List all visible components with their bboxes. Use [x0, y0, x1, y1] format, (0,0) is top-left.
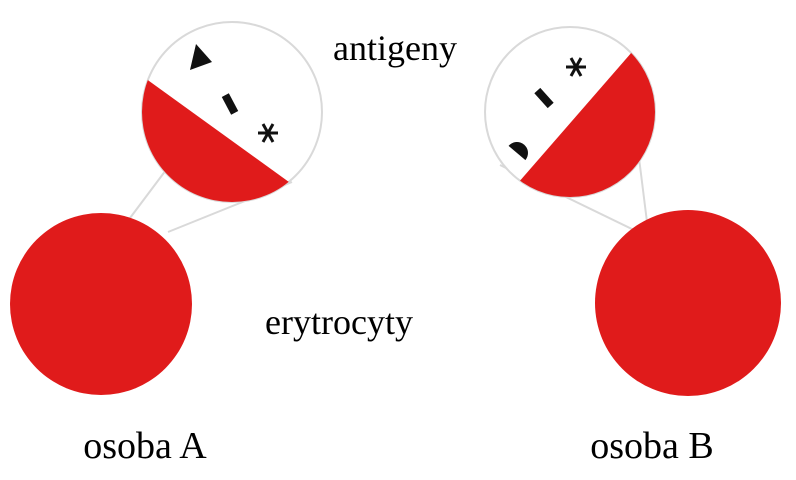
person-a-label: osoba A	[83, 425, 207, 467]
connector-line-a	[130, 170, 166, 218]
antigens-label: antigeny	[333, 28, 457, 68]
magnified-view-a	[120, 22, 322, 230]
erythrocyte-a	[10, 213, 192, 395]
erythrocytes-label: erytrocyty	[265, 302, 413, 342]
person-b-label: osoba B	[590, 425, 714, 467]
erythrocyte-b	[595, 210, 781, 396]
